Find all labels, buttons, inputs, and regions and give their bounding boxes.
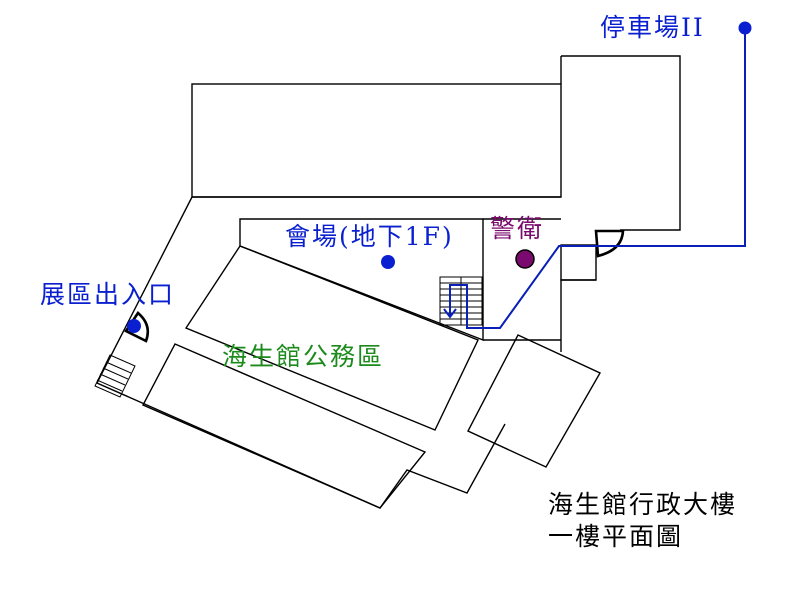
guard-marker <box>515 249 535 269</box>
admin-annex <box>467 334 601 468</box>
office-area-block <box>184 245 479 431</box>
route-arrow <box>443 308 457 319</box>
venue-label: 會場(地下1F) <box>285 222 454 251</box>
top-building <box>191 83 562 198</box>
exhibit-entrance-marker <box>127 319 141 333</box>
office-area-label: 海生館公務區 <box>222 342 385 371</box>
map-title-line1: 海生館行政大樓 <box>548 490 738 519</box>
inner-wall <box>483 218 561 341</box>
map-title-line2: 一樓平面圖 <box>548 522 684 551</box>
guard-label: 警衛 <box>490 214 545 243</box>
parking-label: 停車場II <box>600 13 705 42</box>
route-line <box>449 28 746 329</box>
lower-block <box>142 343 427 509</box>
exhibit-door <box>124 311 150 343</box>
left-stairs <box>94 354 136 398</box>
right-annex <box>560 244 597 281</box>
venue-marker <box>381 255 395 269</box>
main-hall-outline <box>96 196 561 509</box>
exhibit-entrance-label: 展區出入口 <box>40 280 176 309</box>
right-building <box>560 55 681 352</box>
parking-marker <box>738 21 752 35</box>
guard-door <box>594 229 625 258</box>
